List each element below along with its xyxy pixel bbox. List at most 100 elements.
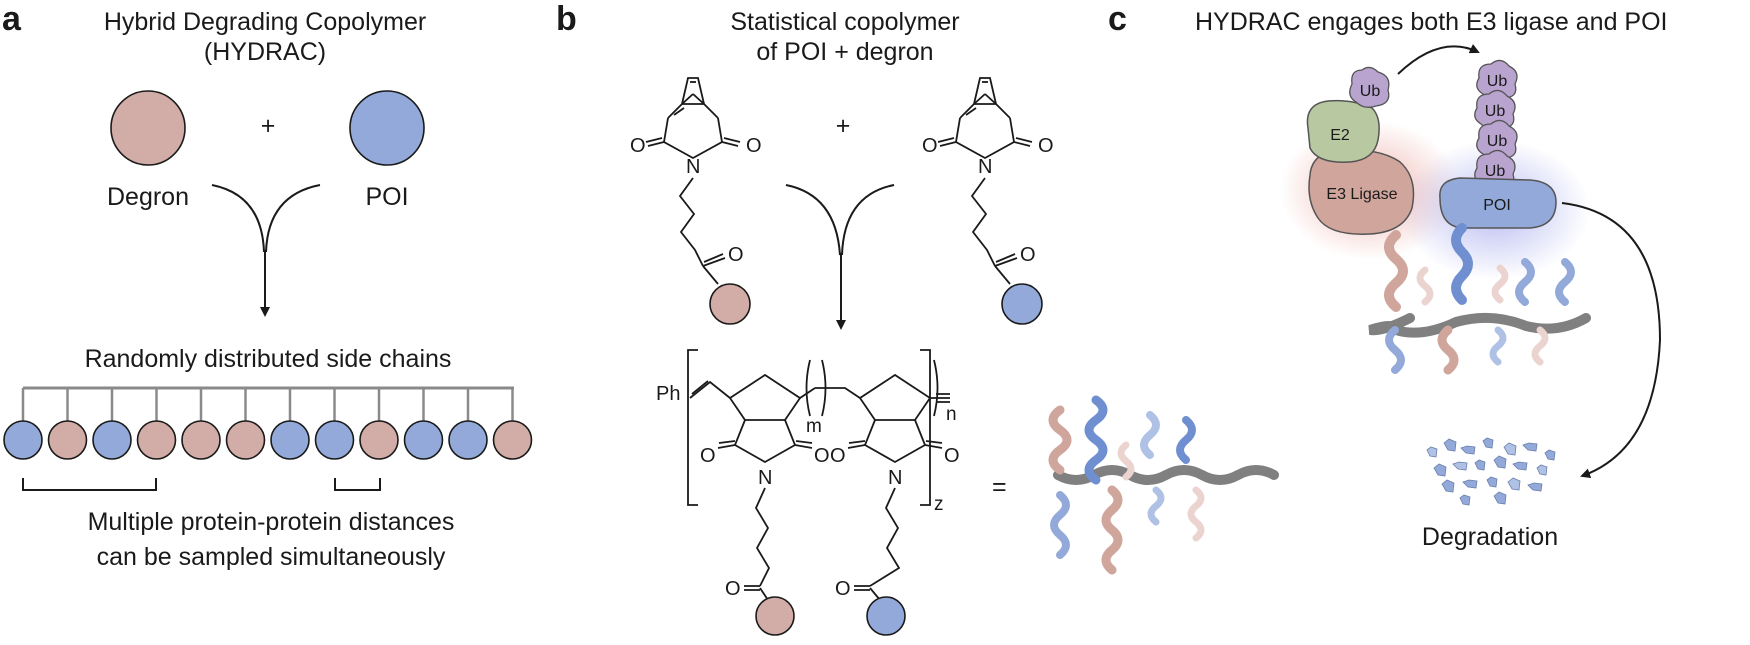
poi-circle — [349, 90, 425, 166]
fragment — [1460, 445, 1476, 455]
degron-bead — [136, 420, 177, 460]
fragment — [1544, 449, 1556, 461]
poi-chain-1 — [1084, 395, 1108, 485]
panel-c-title: HYDRAC engages both E3 ligase and POI — [1195, 8, 1668, 36]
poi-label: POI — [365, 183, 408, 211]
poi-bead — [270, 420, 310, 460]
poi-label-c: POI — [1483, 197, 1511, 214]
fragment — [1433, 463, 1447, 477]
atom-o-left-3: O — [728, 244, 744, 266]
poi-monomer: O O N O — [922, 77, 1054, 325]
atom-n-left: N — [686, 156, 700, 178]
atom-o-p2: O — [814, 445, 830, 467]
fragment — [1426, 446, 1438, 458]
polymer-structure: Ph z m n O O N O — [656, 349, 960, 636]
atom-n-right: N — [978, 156, 992, 178]
poi-chain-3 — [1176, 416, 1196, 464]
degron-circle — [110, 90, 186, 166]
degradation-arrow — [1561, 202, 1662, 479]
ub-unit — [1474, 89, 1516, 130]
atom-o-p3: O — [725, 578, 741, 600]
ub-label: Ub — [1487, 133, 1508, 150]
atom-o-p1: O — [700, 445, 716, 467]
degron-bead — [47, 420, 88, 460]
equals-sign: = — [992, 473, 1007, 501]
poi-chain-down-2 — [1147, 486, 1165, 526]
sub-z: z — [934, 494, 944, 515]
poi-chain-c5 — [1385, 326, 1405, 374]
degradation-label: Degradation — [1422, 523, 1558, 551]
degron-chain-down-faint — [1187, 486, 1205, 542]
e2-label: E2 — [1330, 127, 1350, 144]
ub-label: Ub — [1485, 103, 1506, 120]
poi-bead — [403, 420, 444, 460]
fragment — [1507, 477, 1521, 491]
fragment — [1459, 494, 1471, 506]
poi-chain-c7 — [1489, 326, 1507, 366]
ub-unit — [1476, 59, 1518, 100]
poi-bead — [92, 420, 132, 460]
atom-o-left-1: O — [630, 135, 646, 157]
bracket-outer-left — [687, 349, 698, 506]
caption-line1: Multiple protein-protein distances — [88, 508, 455, 536]
ub-unit — [1476, 119, 1518, 160]
panel-a: a Hybrid Degrading Copolymer (HYDRAC) + … — [2, 0, 533, 571]
atom-o-p6: O — [835, 578, 851, 600]
degron-chain-c6 — [1437, 325, 1459, 375]
atom-n-p2: N — [888, 467, 902, 489]
poi-bead — [3, 420, 43, 460]
poi-bead — [314, 420, 355, 460]
poi-bead — [448, 420, 488, 460]
degron-bead — [225, 420, 266, 460]
degron-chain-c8 — [1531, 326, 1549, 366]
backbone-c — [1368, 312, 1591, 338]
degron-chain-1 — [1048, 405, 1072, 475]
e3-linker-chain — [1384, 230, 1408, 312]
distance-bracket-long — [22, 478, 157, 491]
ub-transfer-arrow — [1397, 44, 1480, 75]
degron-bead-polymer — [755, 596, 795, 636]
fragment — [1536, 464, 1548, 476]
cartoon-copolymer — [1048, 395, 1279, 575]
panel-c: c HYDRAC engages both E3 ligase and POI … — [1108, 0, 1668, 551]
fragment — [1441, 479, 1455, 493]
fragment — [1474, 459, 1486, 471]
panel-a-letter: a — [2, 0, 22, 38]
merge-curve-left — [211, 184, 265, 253]
poi-chain-2 — [1140, 411, 1160, 459]
paren-m-left — [805, 359, 811, 417]
atom-o-p5: O — [944, 445, 960, 467]
degron-chain-faint — [1117, 441, 1135, 481]
atom-o-left-2: O — [746, 135, 762, 157]
poi-bead-polymer — [866, 596, 906, 636]
fragment — [1482, 437, 1494, 449]
panel-a-plus: + — [261, 112, 276, 140]
panel-b-letter: b — [556, 0, 577, 38]
panel-b-title-line1: Statistical copolymer — [730, 8, 959, 36]
ub-label: Ub — [1487, 73, 1508, 90]
bead-row — [3, 388, 533, 460]
panel-c-letter: c — [1108, 0, 1127, 38]
poi-bead-monomer — [1001, 283, 1043, 325]
degron-bead — [181, 420, 221, 460]
poi-chain-down-1 — [1050, 491, 1070, 559]
fragment — [1493, 491, 1507, 505]
degron-bead — [359, 420, 399, 460]
fragment — [1486, 476, 1498, 488]
ub-label: Ub — [1485, 163, 1506, 180]
ub-on-e2: Ub — [1349, 66, 1390, 108]
fragment — [1462, 479, 1478, 489]
merge-curve-right — [265, 184, 321, 253]
poi-chain-c4 — [1555, 258, 1575, 306]
fragment — [1527, 482, 1543, 492]
e2-shape — [1306, 99, 1380, 163]
fragment — [1493, 455, 1507, 469]
bracket-outer-right — [920, 349, 931, 506]
panel-a-title-line2: (HYDRAC) — [204, 38, 326, 66]
atom-n-p1: N — [758, 467, 772, 489]
panel-a-title-line1: Hybrid Degrading Copolymer — [104, 8, 426, 36]
merge-curve-left-b — [785, 184, 841, 256]
degron-chain-down — [1101, 485, 1123, 575]
degron-label: Degron — [107, 183, 189, 211]
